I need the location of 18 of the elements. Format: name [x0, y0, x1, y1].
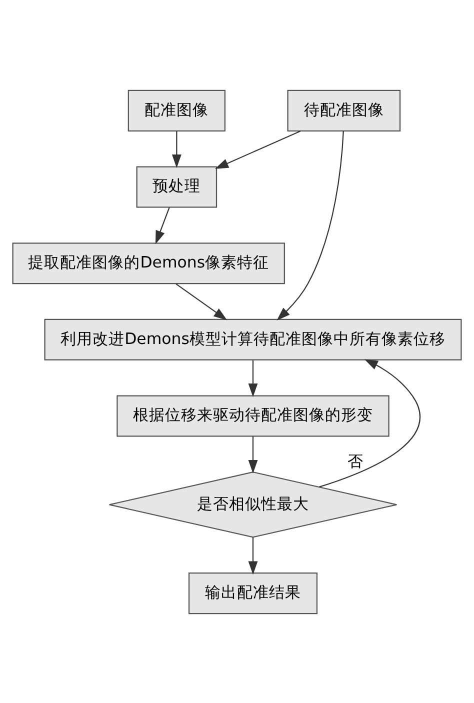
node-box: 根据位移来驱动待配准图像的形变: [116, 394, 390, 436]
node-box: 待配准图像: [287, 89, 401, 131]
node-diamond: 是否相似性最大: [108, 471, 398, 538]
node-box: 配准图像: [128, 89, 226, 131]
arrow: [248, 436, 258, 474]
node-box: 预处理: [136, 166, 218, 208]
arrow: [176, 282, 228, 320]
arrow: [319, 358, 420, 487]
arrow: [172, 130, 182, 168]
arrow: [248, 536, 258, 574]
node-box: 提取配准图像的Demons像素特征: [12, 242, 285, 284]
node-box: 输出配准结果: [188, 572, 318, 614]
edge-label: 否: [347, 450, 364, 470]
arrow: [276, 130, 344, 320]
node-box: 利用改进Demons模型计算待配准图像中所有像素位移: [44, 318, 462, 360]
arrow: [248, 360, 258, 396]
arrow: [155, 206, 170, 244]
arrow: [214, 130, 301, 168]
